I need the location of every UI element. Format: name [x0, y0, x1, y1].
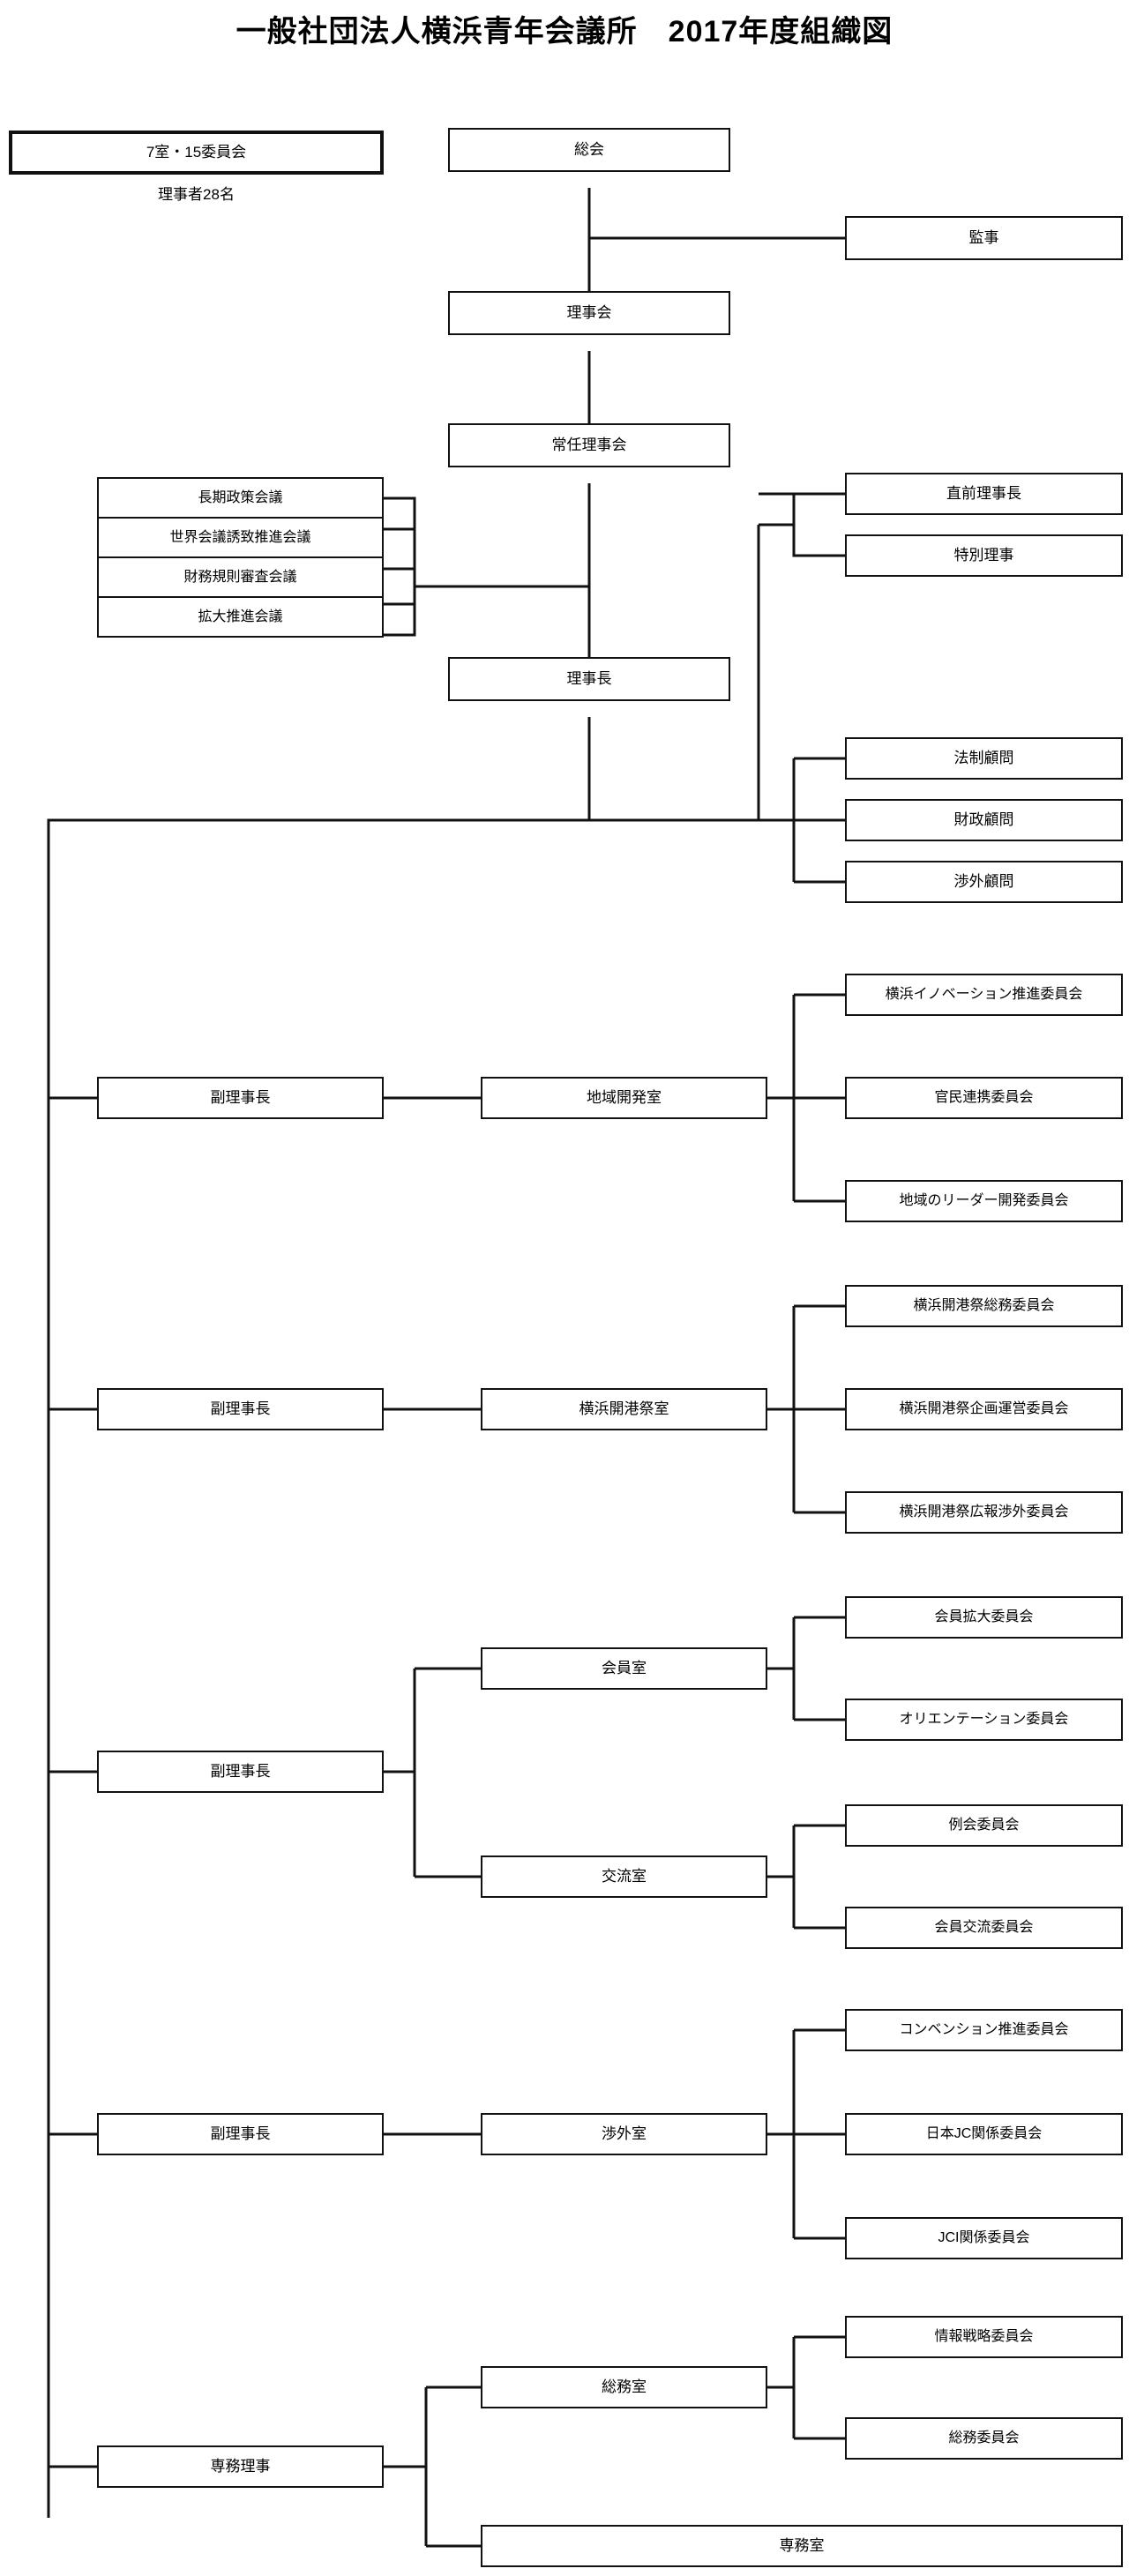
node-advisor-finance[interactable]: 財政顧問	[845, 799, 1123, 841]
node-label: 専務理事	[210, 2457, 271, 2475]
node-label: 理事長	[566, 669, 612, 687]
node-executive-director[interactable]: 専務理事	[97, 2445, 384, 2488]
node-label: オリエンテーション委員会	[899, 1712, 1069, 1728]
node-committee-port-festival-general-affairs[interactable]: 横浜開港祭総務委員会	[845, 1285, 1123, 1327]
node-council-expansion-promotion[interactable]: 拡大推進会議	[97, 596, 384, 638]
node-label: 官民連携委員会	[934, 1090, 1034, 1106]
node-committee-port-festival-pr[interactable]: 横浜開港祭広報渉外委員会	[845, 1491, 1123, 1534]
node-label: 特別理事	[953, 546, 1014, 564]
node-advisor-external[interactable]: 渉外顧問	[845, 861, 1123, 903]
node-committee-japan-jc-relations[interactable]: 日本JC関係委員会	[845, 2113, 1123, 2155]
node-label: 会員室	[602, 1659, 647, 1676]
node-label: 専務室	[779, 2536, 825, 2554]
node-label: 長期政策会議	[198, 489, 283, 505]
node-label: 常任理事会	[551, 436, 627, 453]
node-committee-convention-promotion[interactable]: コンベンション推進委員会	[845, 2009, 1123, 2051]
node-label: 会員拡大委員会	[934, 1609, 1034, 1625]
node-label: 総会	[574, 140, 604, 158]
node-standing-board[interactable]: 常任理事会	[448, 423, 730, 467]
node-council-long-term-policy[interactable]: 長期政策会議	[97, 477, 384, 519]
page-title: 一般社団法人横浜青年会議所 2017年度組織図	[236, 15, 893, 49]
node-label: 直前理事長	[946, 484, 1021, 502]
summary-box: 7室・15委員会	[9, 131, 384, 175]
node-room-exchange[interactable]: 交流室	[481, 1855, 767, 1898]
node-label: 例会委員会	[948, 1818, 1020, 1833]
node-special-director[interactable]: 特別理事	[845, 534, 1123, 577]
node-label: 総務室	[602, 2378, 647, 2395]
node-label: 横浜開港祭広報渉外委員会	[899, 1505, 1069, 1520]
node-room-membership[interactable]: 会員室	[481, 1647, 767, 1690]
summary-caption: 理事者28名	[158, 186, 235, 203]
node-label: 世界会議誘致推進会議	[169, 529, 311, 545]
node-label: 地域のリーダー開発委員会	[899, 1193, 1069, 1209]
node-label: 横浜イノベーション推進委員会	[885, 987, 1083, 1003]
node-label: コンベンション推進委員会	[899, 2022, 1069, 2038]
node-vice-president-4[interactable]: 副理事長	[97, 2113, 384, 2155]
node-immediate-past-president[interactable]: 直前理事長	[845, 473, 1123, 515]
node-label: 横浜開港祭総務委員会	[913, 1298, 1055, 1314]
node-label: 交流室	[602, 1867, 647, 1885]
node-label: 財務規則審査会議	[183, 569, 297, 585]
node-committee-port-festival-planning[interactable]: 横浜開港祭企画運営委員会	[845, 1388, 1123, 1430]
node-label: 日本JC関係委員会	[925, 2126, 1043, 2142]
node-advisor-legal[interactable]: 法制顧問	[845, 737, 1123, 780]
node-label: 総務委員会	[948, 2430, 1020, 2446]
node-committee-jci-relations[interactable]: JCI関係委員会	[845, 2217, 1123, 2259]
node-board-of-directors[interactable]: 理事会	[448, 291, 730, 335]
node-general-meeting[interactable]: 総会	[448, 128, 730, 172]
node-label: 会員交流委員会	[934, 1920, 1034, 1936]
node-committee-yokohama-innovation[interactable]: 横浜イノベーション推進委員会	[845, 974, 1123, 1016]
node-auditor[interactable]: 監事	[845, 216, 1123, 260]
node-label: 財政顧問	[953, 810, 1014, 828]
node-room-yokohama-port-festival[interactable]: 横浜開港祭室	[481, 1388, 767, 1430]
node-label: 副理事長	[210, 1762, 271, 1780]
node-vice-president-2[interactable]: 副理事長	[97, 1388, 384, 1430]
node-vice-president-1[interactable]: 副理事長	[97, 1077, 384, 1119]
node-label: 副理事長	[210, 1088, 271, 1106]
node-room-community-development[interactable]: 地域開発室	[481, 1077, 767, 1119]
node-label: 法制顧問	[953, 749, 1014, 766]
node-label: 渉外顧問	[953, 872, 1014, 890]
node-committee-regular-meeting[interactable]: 例会委員会	[845, 1804, 1123, 1847]
summary-box-label: 7室・15委員会	[146, 143, 247, 161]
node-committee-member-exchange[interactable]: 会員交流委員会	[845, 1907, 1123, 1949]
node-label: 横浜開港祭室	[579, 1400, 669, 1417]
node-room-general-affairs[interactable]: 総務室	[481, 2366, 767, 2408]
node-label: 横浜開港祭企画運営委員会	[899, 1401, 1069, 1417]
node-label: 情報戦略委員会	[934, 2329, 1034, 2345]
node-label: 副理事長	[210, 1400, 271, 1417]
node-committee-orientation[interactable]: オリエンテーション委員会	[845, 1699, 1123, 1741]
node-committee-general-affairs[interactable]: 総務委員会	[845, 2417, 1123, 2460]
node-president[interactable]: 理事長	[448, 657, 730, 701]
node-label: 監事	[968, 228, 999, 246]
node-label: JCI関係委員会	[938, 2230, 1030, 2246]
node-label: 渉外室	[602, 2124, 647, 2142]
node-label: 副理事長	[210, 2124, 271, 2142]
node-room-executive-office[interactable]: 専務室	[481, 2525, 1123, 2567]
node-label: 理事会	[566, 303, 612, 321]
node-committee-public-private-partnership[interactable]: 官民連携委員会	[845, 1077, 1123, 1119]
node-label: 拡大推進会議	[198, 609, 283, 624]
node-label: 地域開発室	[587, 1088, 662, 1106]
node-vice-president-3[interactable]: 副理事長	[97, 1751, 384, 1793]
node-committee-membership-expansion[interactable]: 会員拡大委員会	[845, 1596, 1123, 1639]
node-committee-local-leader-development[interactable]: 地域のリーダー開発委員会	[845, 1180, 1123, 1222]
node-committee-information-strategy[interactable]: 情報戦略委員会	[845, 2316, 1123, 2358]
node-council-world-congress-bid[interactable]: 世界会議誘致推進会議	[97, 517, 384, 558]
node-room-external-relations[interactable]: 渉外室	[481, 2113, 767, 2155]
node-council-financial-rules-review[interactable]: 財務規則審査会議	[97, 556, 384, 598]
